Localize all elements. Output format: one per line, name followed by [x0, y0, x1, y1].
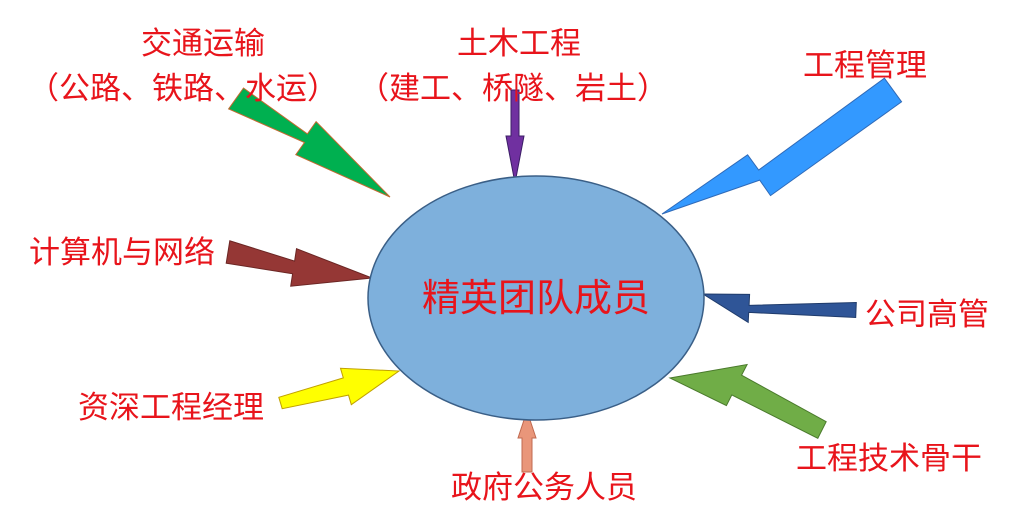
- label-tech-backbone: 工程技术骨干: [796, 441, 982, 477]
- center-label: 精英团队成员: [422, 276, 650, 320]
- arrow-civil: [505, 89, 525, 184]
- label-civil-detail: （建工、桥隧、岩土）: [358, 71, 668, 107]
- label-civil: 土木工程: [457, 26, 581, 62]
- arrow-tech-backbone: [668, 363, 827, 439]
- center-ellipse: [367, 175, 705, 421]
- label-computer-network: 计算机与网络: [29, 235, 215, 271]
- arrow-transport: [227, 87, 391, 198]
- arrow-computer-network: [225, 240, 373, 287]
- label-gov: 政府公务人员: [451, 470, 637, 506]
- label-transport: 交通运输: [141, 26, 265, 62]
- label-transport-detail: （公路、铁路、水运）: [28, 71, 338, 107]
- label-senior-pm: 资深工程经理: [78, 390, 264, 426]
- arrow-senior-pm: [278, 367, 401, 410]
- arrow-exec: [701, 293, 857, 324]
- arrow-gov: [517, 409, 537, 473]
- label-eng-mgmt: 工程管理: [803, 48, 927, 84]
- arrow-eng-mgmt: [661, 77, 903, 215]
- label-exec: 公司高管: [865, 297, 989, 333]
